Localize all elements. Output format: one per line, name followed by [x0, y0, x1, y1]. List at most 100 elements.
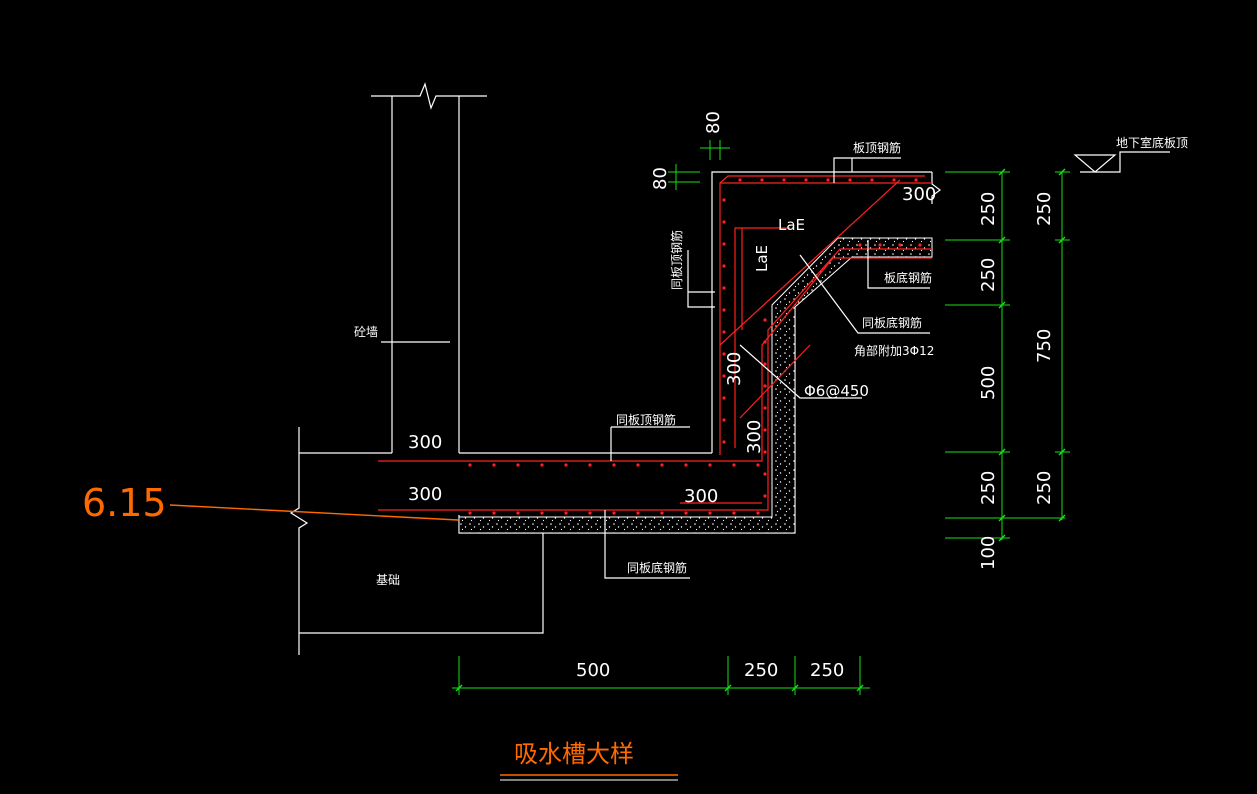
- label-brick-wall: 砼墙: [354, 325, 378, 339]
- rebar-dot: [722, 198, 726, 202]
- rebar-dot: [763, 450, 767, 454]
- dim-tick: [998, 448, 1006, 456]
- dim-text-300-left-upper: 300: [408, 432, 442, 453]
- leader-stirrup: [739, 344, 862, 399]
- dim-text-300-mid: 300: [744, 420, 765, 454]
- leader-same-top: [610, 426, 690, 461]
- rebar-dot: [684, 511, 688, 515]
- label-same-slab-bottom-lower: 同板底钢筋: [627, 560, 687, 575]
- dim-tick: [856, 684, 864, 692]
- rebar-dots: [468, 178, 922, 515]
- rebar-dot: [708, 463, 712, 467]
- label-same-slab-top: 同板顶钢筋: [616, 412, 676, 427]
- dim-side-80: [668, 164, 700, 190]
- dim-right-inner: [945, 171, 1065, 540]
- label-foundation: 基础: [376, 573, 400, 587]
- rebar: [378, 175, 932, 511]
- leader-slab-top: [833, 157, 901, 183]
- rebar-dot: [898, 243, 902, 247]
- rebar-dot: [722, 418, 726, 422]
- rebar-dot: [722, 220, 726, 224]
- dim-text-right-inner-bottom: 100: [978, 536, 999, 570]
- dim-tick: [998, 168, 1006, 176]
- rebar-dot: [636, 463, 640, 467]
- rebar-dot: [722, 264, 726, 268]
- rebar-dot: [540, 511, 544, 515]
- leader-corner: [799, 254, 930, 334]
- leader-same-bottom: [604, 510, 690, 579]
- rebar-dot: [756, 511, 760, 515]
- rebar-diagonal-2: [739, 344, 811, 419]
- rebar-dot: [684, 463, 688, 467]
- dim-text-right-inner-1: 250: [978, 192, 999, 226]
- leader-vertical: [687, 250, 715, 308]
- dim-text-side-80: 80: [650, 167, 671, 190]
- rebar-dot: [588, 511, 592, 515]
- rebar-dot: [722, 440, 726, 444]
- leaders: [381, 151, 1170, 579]
- rebar-dot: [870, 178, 874, 182]
- rebar-dot: [708, 511, 712, 515]
- label-lae-vertical: LaE: [753, 245, 771, 272]
- rebar-dot: [612, 463, 616, 467]
- structure-outline: [289, 82, 941, 655]
- rebar-dot: [564, 511, 568, 515]
- dim-text-bottom-3: 250: [810, 660, 844, 681]
- rebar-dot: [756, 463, 760, 467]
- dim-text-right-inner-4: 250: [978, 471, 999, 505]
- dim-text-right-outer-2: 750: [1034, 329, 1055, 363]
- rebar-dot: [722, 374, 726, 378]
- dim-tick: [1058, 168, 1066, 176]
- dim-text-300-left-lower: 300: [408, 484, 442, 505]
- dim-tick: [998, 514, 1006, 522]
- rebar-dot: [660, 463, 664, 467]
- label-slab-top-rebar: 板顶钢筋: [853, 140, 901, 155]
- dim-tick: [998, 301, 1006, 309]
- rebar-diagonal-1: [719, 179, 901, 346]
- rebar-dot: [738, 178, 742, 182]
- rebar-dot: [516, 463, 520, 467]
- dim-tick: [791, 684, 799, 692]
- dim-text-300-slope: 300: [724, 352, 745, 386]
- label-corner-extra: 角部附加3Φ12: [854, 343, 934, 358]
- rebar-dot: [763, 384, 767, 388]
- rebar-dot: [588, 463, 592, 467]
- dim-tick: [1058, 448, 1066, 456]
- rebar-dot: [660, 511, 664, 515]
- rebar-dot: [858, 243, 862, 247]
- rebar-dot: [760, 178, 764, 182]
- elevation-marker: [1073, 151, 1170, 173]
- dim-text-300-top: 300: [902, 184, 936, 205]
- label-lae-horizontal: LaE: [778, 216, 805, 234]
- rebar-dot: [612, 511, 616, 515]
- rebar-dot: [722, 308, 726, 312]
- rebar-dot: [468, 511, 472, 515]
- rebar-dot: [492, 463, 496, 467]
- rebar-dot: [892, 178, 896, 182]
- rebar-dot: [763, 318, 767, 322]
- dim-text-300-bottom: 300: [684, 486, 718, 507]
- rebar-dot: [763, 472, 767, 476]
- dim-text-right-outer-3: 250: [1034, 471, 1055, 505]
- rebar-dot: [732, 463, 736, 467]
- dim-tick: [998, 236, 1006, 244]
- elevation-annotation: [169, 504, 678, 776]
- dim-text-top-80: 80: [703, 111, 724, 134]
- dim-tick: [1058, 514, 1066, 522]
- rebar-dot: [516, 511, 520, 515]
- rebar-dot: [722, 242, 726, 246]
- rebar-dot: [492, 511, 496, 515]
- rebar-dot: [763, 494, 767, 498]
- rebar-dot: [540, 463, 544, 467]
- cushion-layer: [458, 237, 933, 534]
- dimension-ticks: [455, 168, 1066, 692]
- dim-tick: [1058, 236, 1066, 244]
- rebar-dot: [763, 362, 767, 366]
- rebar-dot: [763, 340, 767, 344]
- rebar-dot: [914, 178, 918, 182]
- drawing-title: 吸水槽大样: [514, 740, 634, 768]
- rebar-dot: [763, 406, 767, 410]
- rebar-dot: [564, 463, 568, 467]
- dim-text-right-inner-3: 500: [978, 366, 999, 400]
